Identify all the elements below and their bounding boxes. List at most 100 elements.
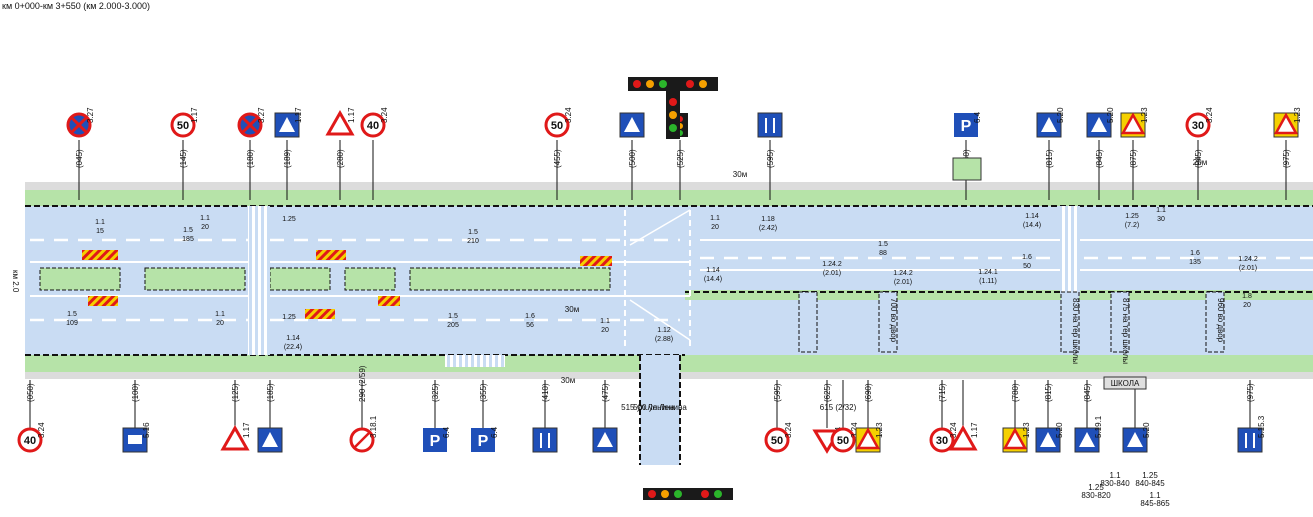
speed-bump-sign <box>1035 427 1061 453</box>
bus-stop-sign <box>122 427 148 453</box>
scheme-label: 20 <box>201 224 209 231</box>
scheme-label: 1.25 <box>282 314 296 321</box>
scheme-label: 20 <box>601 327 609 334</box>
sign-post: (475) <box>592 380 618 453</box>
svg-text:40: 40 <box>24 435 36 447</box>
speed-limit-sign: 50 <box>170 112 196 138</box>
sign-post: 501.17(145) <box>170 107 199 200</box>
scheme-label: 1.25 <box>282 216 296 223</box>
scheme-label: 830-820 <box>1081 491 1111 500</box>
sign-post: 5.20(815) <box>1036 107 1065 200</box>
sign-code-label: 6.4 <box>442 426 451 438</box>
picket-label: (280) <box>336 149 345 168</box>
sign-post: (185) <box>257 380 283 453</box>
sign-code-label: 5.16 <box>142 422 151 438</box>
scheme-label: 1.25 <box>1088 483 1104 492</box>
page-title: км 0+000-км 3+550 (км 2.000-3.000) <box>2 1 150 11</box>
scheme-label: 30 <box>1157 216 1165 223</box>
scheme-label: 20 <box>216 320 224 327</box>
scheme-label: ШКОЛА <box>1111 379 1140 388</box>
picket-label: (875) <box>1129 149 1138 168</box>
side-street: 875 на тер школы <box>1110 291 1130 364</box>
sign-code-label: 1.17 <box>242 422 251 438</box>
scheme-label: (2.42) <box>759 225 777 232</box>
scheme-label: 1.14 <box>286 335 300 342</box>
scheme-label: 50 <box>1023 263 1031 270</box>
picket-label: (325) <box>431 383 440 402</box>
side-street-label: 830 на тер школы <box>1071 298 1080 364</box>
sign-code-label: 1.23 <box>1140 107 1149 123</box>
side-street-label: 960 во двор <box>1216 298 1225 343</box>
scheme-label: 1.1 <box>200 215 210 222</box>
side-street: 700 во двор <box>878 291 898 353</box>
sign-code-label: 1.23 <box>875 422 884 438</box>
scheme-label: 135 <box>1189 259 1201 266</box>
scheme-label: 1.5 <box>183 227 193 234</box>
parking-sign: P <box>423 428 447 452</box>
sign-code-label: 5.20 <box>1055 422 1064 438</box>
scheme-label: 1.1 <box>710 215 720 222</box>
speed-bump-sign <box>1122 427 1148 453</box>
pedestrian-crossing-sign <box>619 112 645 138</box>
scheme-label: 1.5 <box>448 313 458 320</box>
picket-label: (595) <box>773 383 782 402</box>
picket-label: 290 (2/59) <box>358 365 367 402</box>
picket-label: (525) <box>676 149 685 168</box>
sign-post: 1.17(280) <box>325 107 356 200</box>
side-street <box>798 291 818 353</box>
svg-text:50: 50 <box>837 435 849 447</box>
pedestrian-crossings <box>248 206 1080 367</box>
scheme-label: 1.24.2 <box>1238 256 1258 263</box>
scheme-label: (2.01) <box>1239 265 1257 272</box>
scheme-label: 1.25 <box>1125 213 1139 220</box>
speed-limit-sign: 30 <box>929 427 955 453</box>
sign-code-label: 3.24 <box>784 422 793 438</box>
scheme-label: 1.24.2 <box>893 270 913 277</box>
sign-post: 503.24(595) <box>764 380 793 453</box>
svg-text:P: P <box>430 433 441 450</box>
scheme-label: (2.88) <box>655 336 673 343</box>
scheme-label: 20 <box>1243 302 1251 309</box>
scheme-label: 1.8 <box>1242 293 1252 300</box>
sign-post: 5.20(845) <box>1086 107 1115 200</box>
sign-post: P6.4(355) <box>471 380 499 452</box>
lane-markings <box>30 238 1313 322</box>
sign-code-label: 3.24 <box>949 422 958 438</box>
picket-label: (189) <box>283 149 292 168</box>
picket-label: (180) <box>246 149 255 168</box>
sign-code-label: 1.17 <box>190 107 199 123</box>
sign-post: 5.16(100) <box>122 380 151 453</box>
picket-label: (945) <box>1194 149 1203 168</box>
picket-label: (625) <box>823 383 832 402</box>
svg-text:P: P <box>478 433 489 450</box>
picket-label: (045) <box>75 149 84 168</box>
side-street-label: 875 на тер школы <box>1121 298 1130 364</box>
lane-direction-sign <box>1237 427 1263 453</box>
km-label: км 2.0 <box>11 270 20 293</box>
sign-post: 303.24(715) <box>929 380 958 453</box>
scheme-label: 1.5 <box>878 241 888 248</box>
sign-post: (500) <box>619 112 645 200</box>
no-stopping-sign <box>237 112 263 138</box>
sign-post: 403.24(050) <box>17 380 46 453</box>
sign-code-label: 3.24 <box>380 107 389 123</box>
sign-post: 5.20 <box>1122 380 1151 453</box>
picket-label: (845) <box>1083 383 1092 402</box>
scheme-label: 30м <box>733 170 747 179</box>
sign-post: 1.23 (875) <box>1120 107 1149 200</box>
scheme-label: (22.4) <box>284 344 302 351</box>
sign-code-label: 3.24 <box>1205 107 1214 123</box>
picket-label: (780) <box>1011 383 1020 402</box>
speed-bump-sign <box>1086 112 1112 138</box>
sign-code-label: 3.27 <box>257 107 266 123</box>
scheme-label: 1.1 <box>95 219 105 226</box>
scheme-label: 1.14 <box>706 267 720 274</box>
no-stopping-sign <box>66 112 92 138</box>
warning-triangle-sign <box>948 424 978 451</box>
scheme-label: 1.1 <box>1109 471 1121 480</box>
scheme-label: (2.01) <box>823 270 841 277</box>
scheme-label: 185 <box>182 236 194 243</box>
